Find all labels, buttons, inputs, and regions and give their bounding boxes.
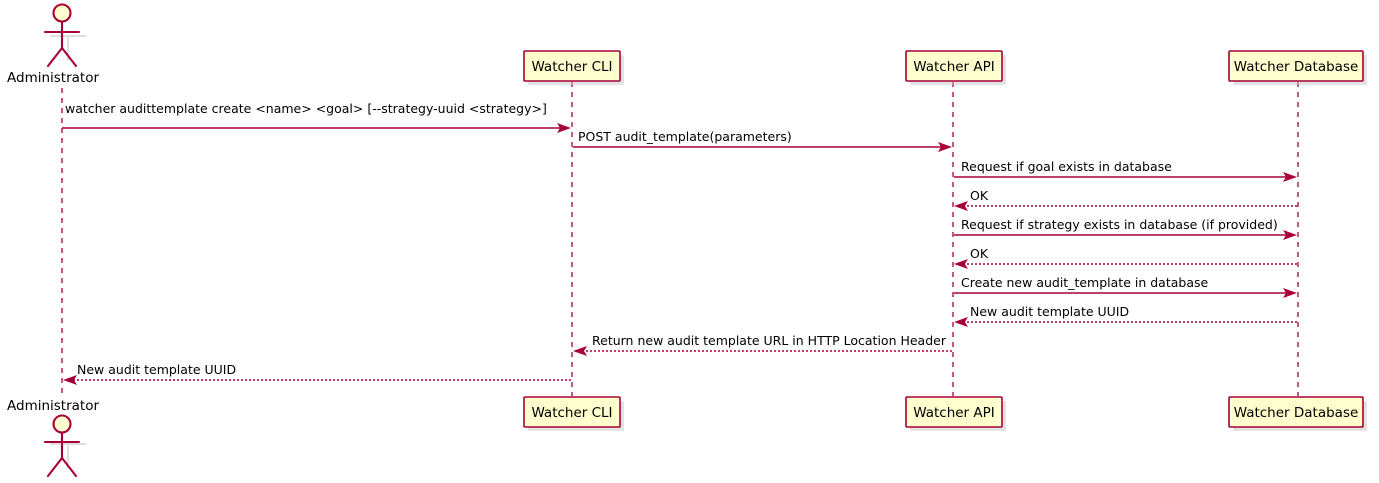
participant-box-watcher-database-bottom[interactable]: Watcher Database	[1228, 396, 1367, 431]
message-10-arrowhead	[63, 375, 77, 385]
actor-administrator-top[interactable]: Administrator	[7, 3, 99, 87]
message-1-arrowhead	[557, 123, 571, 133]
actor-leg-right-bottom	[60, 456, 78, 478]
message-8[interactable]: New audit template UUID	[954, 304, 1297, 327]
message-8-arrowhead	[954, 317, 968, 327]
participant-label-watcher-api-bottom: Watcher API	[913, 405, 995, 421]
actor-leg-left-bottom	[46, 456, 64, 478]
participant-label-watcher-api-top: Watcher API	[913, 59, 995, 75]
lifelines-group	[61, 82, 1299, 396]
box-rect-cli-bottom	[523, 396, 621, 428]
message-10-label: New audit template UUID	[77, 362, 236, 377]
box-rect-db-top	[1228, 50, 1364, 82]
message-5-arrowhead	[1283, 230, 1297, 240]
box-rect-cli-top	[523, 50, 621, 82]
message-9-label: Return new audit template URL in HTTP Lo…	[592, 333, 947, 348]
actor-administrator-bottom[interactable]: Administrator	[7, 398, 99, 478]
message-4-label: OK	[970, 188, 989, 203]
message-9[interactable]: Return new audit template URL in HTTP Lo…	[573, 333, 952, 356]
actor-leg-right-top	[60, 46, 78, 68]
message-8-label: New audit template UUID	[970, 304, 1129, 319]
participant-label-watcher-cli-top: Watcher CLI	[531, 59, 612, 75]
message-7-label: Create new audit_template in database	[961, 275, 1208, 290]
message-7-arrowhead	[1283, 288, 1297, 298]
participant-label-watcher-database-top: Watcher Database	[1234, 59, 1359, 75]
message-6-arrowhead	[954, 259, 968, 269]
message-3-label: Request if goal exists in database	[961, 159, 1172, 174]
actor-label-administrator-top: Administrator	[7, 70, 99, 86]
participant-label-watcher-cli-bottom: Watcher CLI	[531, 405, 612, 421]
message-6-label: OK	[970, 246, 989, 261]
message-7[interactable]: Create new audit_template in database	[954, 275, 1297, 298]
message-6[interactable]: OK	[954, 246, 1297, 269]
message-5[interactable]: Request if strategy exists in database (…	[954, 217, 1297, 240]
box-rect-api-top	[905, 50, 1003, 82]
box-rect-db-bottom	[1228, 396, 1364, 428]
participant-box-watcher-cli-top[interactable]: Watcher CLI	[523, 50, 624, 85]
actor-head-icon-bottom	[52, 414, 72, 434]
actor-leg-left-top	[46, 46, 64, 68]
participant-box-watcher-api-top[interactable]: Watcher API	[905, 50, 1006, 85]
message-2-label: POST audit_template(parameters)	[578, 129, 792, 144]
message-1-label: watcher audittemplate create <name> <goa…	[65, 101, 547, 116]
message-3[interactable]: Request if goal exists in database	[954, 159, 1297, 182]
actor-label-administrator-bottom: Administrator	[7, 398, 99, 414]
message-9-arrowhead	[573, 346, 587, 356]
message-4-arrowhead	[954, 201, 968, 211]
participant-box-watcher-api-bottom[interactable]: Watcher API	[905, 396, 1006, 431]
message-1[interactable]: watcher audittemplate create <name> <goa…	[62, 101, 571, 133]
message-10[interactable]: New audit template UUID	[63, 362, 571, 385]
message-2-arrowhead	[938, 142, 952, 152]
actor-head-icon-top	[52, 3, 72, 23]
message-5-label: Request if strategy exists in database (…	[961, 217, 1278, 232]
message-3-arrowhead	[1283, 172, 1297, 182]
participant-box-watcher-database-top[interactable]: Watcher Database	[1228, 50, 1367, 85]
participant-label-watcher-database-bottom: Watcher Database	[1234, 405, 1359, 421]
participant-box-watcher-cli-bottom[interactable]: Watcher CLI	[523, 396, 624, 431]
message-2[interactable]: POST audit_template(parameters)	[573, 129, 952, 152]
box-rect-api-bottom	[905, 396, 1003, 428]
message-4[interactable]: OK	[954, 188, 1297, 211]
